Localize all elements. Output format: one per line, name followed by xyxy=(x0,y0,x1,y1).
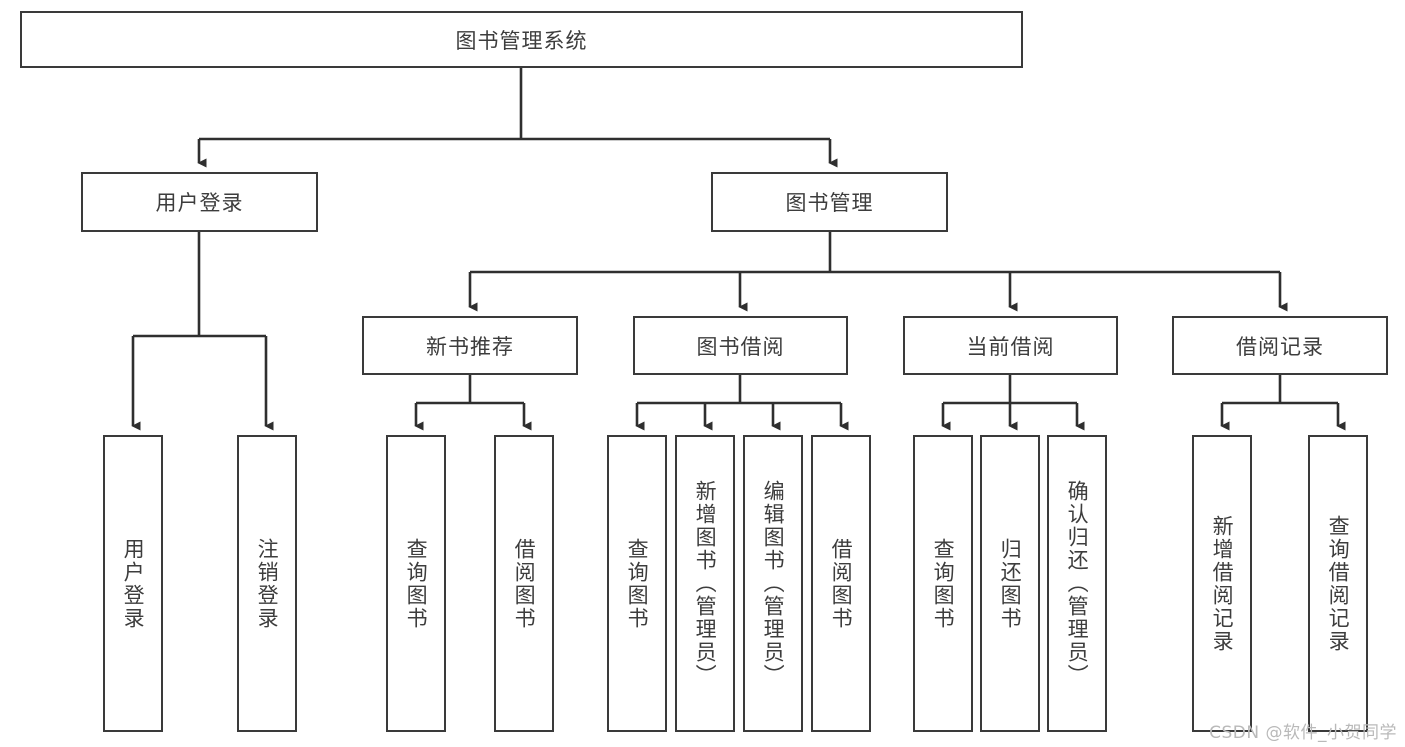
node-label: 用户登录 xyxy=(121,537,146,630)
leaf-edit-book-admin[interactable]: 编辑图书（管理员） xyxy=(743,435,803,732)
node-label: 编辑图书（管理员） xyxy=(761,480,786,687)
leaf-logout[interactable]: 注销登录 xyxy=(237,435,297,732)
node-label: 图书借阅 xyxy=(696,334,785,359)
node-new-book-recommend[interactable]: 新书推荐 xyxy=(362,316,578,375)
node-label: 查询借阅记录 xyxy=(1326,514,1351,653)
node-label: 图书管理 xyxy=(785,191,874,215)
leaf-borrow-book[interactable]: 借阅图书 xyxy=(811,435,871,732)
node-label: 确认归还（管理员） xyxy=(1065,480,1090,687)
node-label: 用户登录 xyxy=(155,191,244,215)
node-current-borrow[interactable]: 当前借阅 xyxy=(903,316,1118,375)
node-label: 新书推荐 xyxy=(426,334,514,359)
leaf-add-book-admin[interactable]: 新增图书（管理员） xyxy=(675,435,735,732)
leaf-add-borrow-record[interactable]: 新增借阅记录 xyxy=(1192,435,1252,732)
node-label: 查询图书 xyxy=(404,537,429,630)
node-label: 借阅图书 xyxy=(829,537,854,630)
node-book-management[interactable]: 图书管理 xyxy=(711,172,948,232)
node-label: 图书管理系统 xyxy=(455,28,588,53)
node-label: 新增借阅记录 xyxy=(1210,514,1235,653)
watermark-text: CSDN @软件_小贺同学 xyxy=(1209,723,1397,743)
leaf-confirm-return-admin[interactable]: 确认归还（管理员） xyxy=(1047,435,1107,732)
node-label: 查询图书 xyxy=(931,537,956,630)
node-label: 借阅记录 xyxy=(1236,334,1324,359)
node-root-system[interactable]: 图书管理系统 xyxy=(20,11,1023,68)
node-label: 当前借阅 xyxy=(966,334,1055,359)
node-book-borrow[interactable]: 图书借阅 xyxy=(633,316,848,375)
node-label: 注销登录 xyxy=(255,537,280,630)
leaf-query-borrow-record[interactable]: 查询借阅记录 xyxy=(1308,435,1368,732)
leaf-query-book-borrow[interactable]: 查询图书 xyxy=(607,435,667,732)
node-label: 新增图书（管理员） xyxy=(693,480,718,687)
node-label: 查询图书 xyxy=(625,537,650,630)
node-borrow-record[interactable]: 借阅记录 xyxy=(1172,316,1388,375)
leaf-query-book-current[interactable]: 查询图书 xyxy=(913,435,973,732)
node-label: 借阅图书 xyxy=(512,537,537,630)
leaf-borrow-book-recommend[interactable]: 借阅图书 xyxy=(494,435,554,732)
node-user-login[interactable]: 用户登录 xyxy=(81,172,318,232)
leaf-return-book[interactable]: 归还图书 xyxy=(980,435,1040,732)
leaf-user-login[interactable]: 用户登录 xyxy=(103,435,163,732)
leaf-query-book-recommend[interactable]: 查询图书 xyxy=(386,435,446,732)
node-label: 归还图书 xyxy=(998,537,1023,630)
